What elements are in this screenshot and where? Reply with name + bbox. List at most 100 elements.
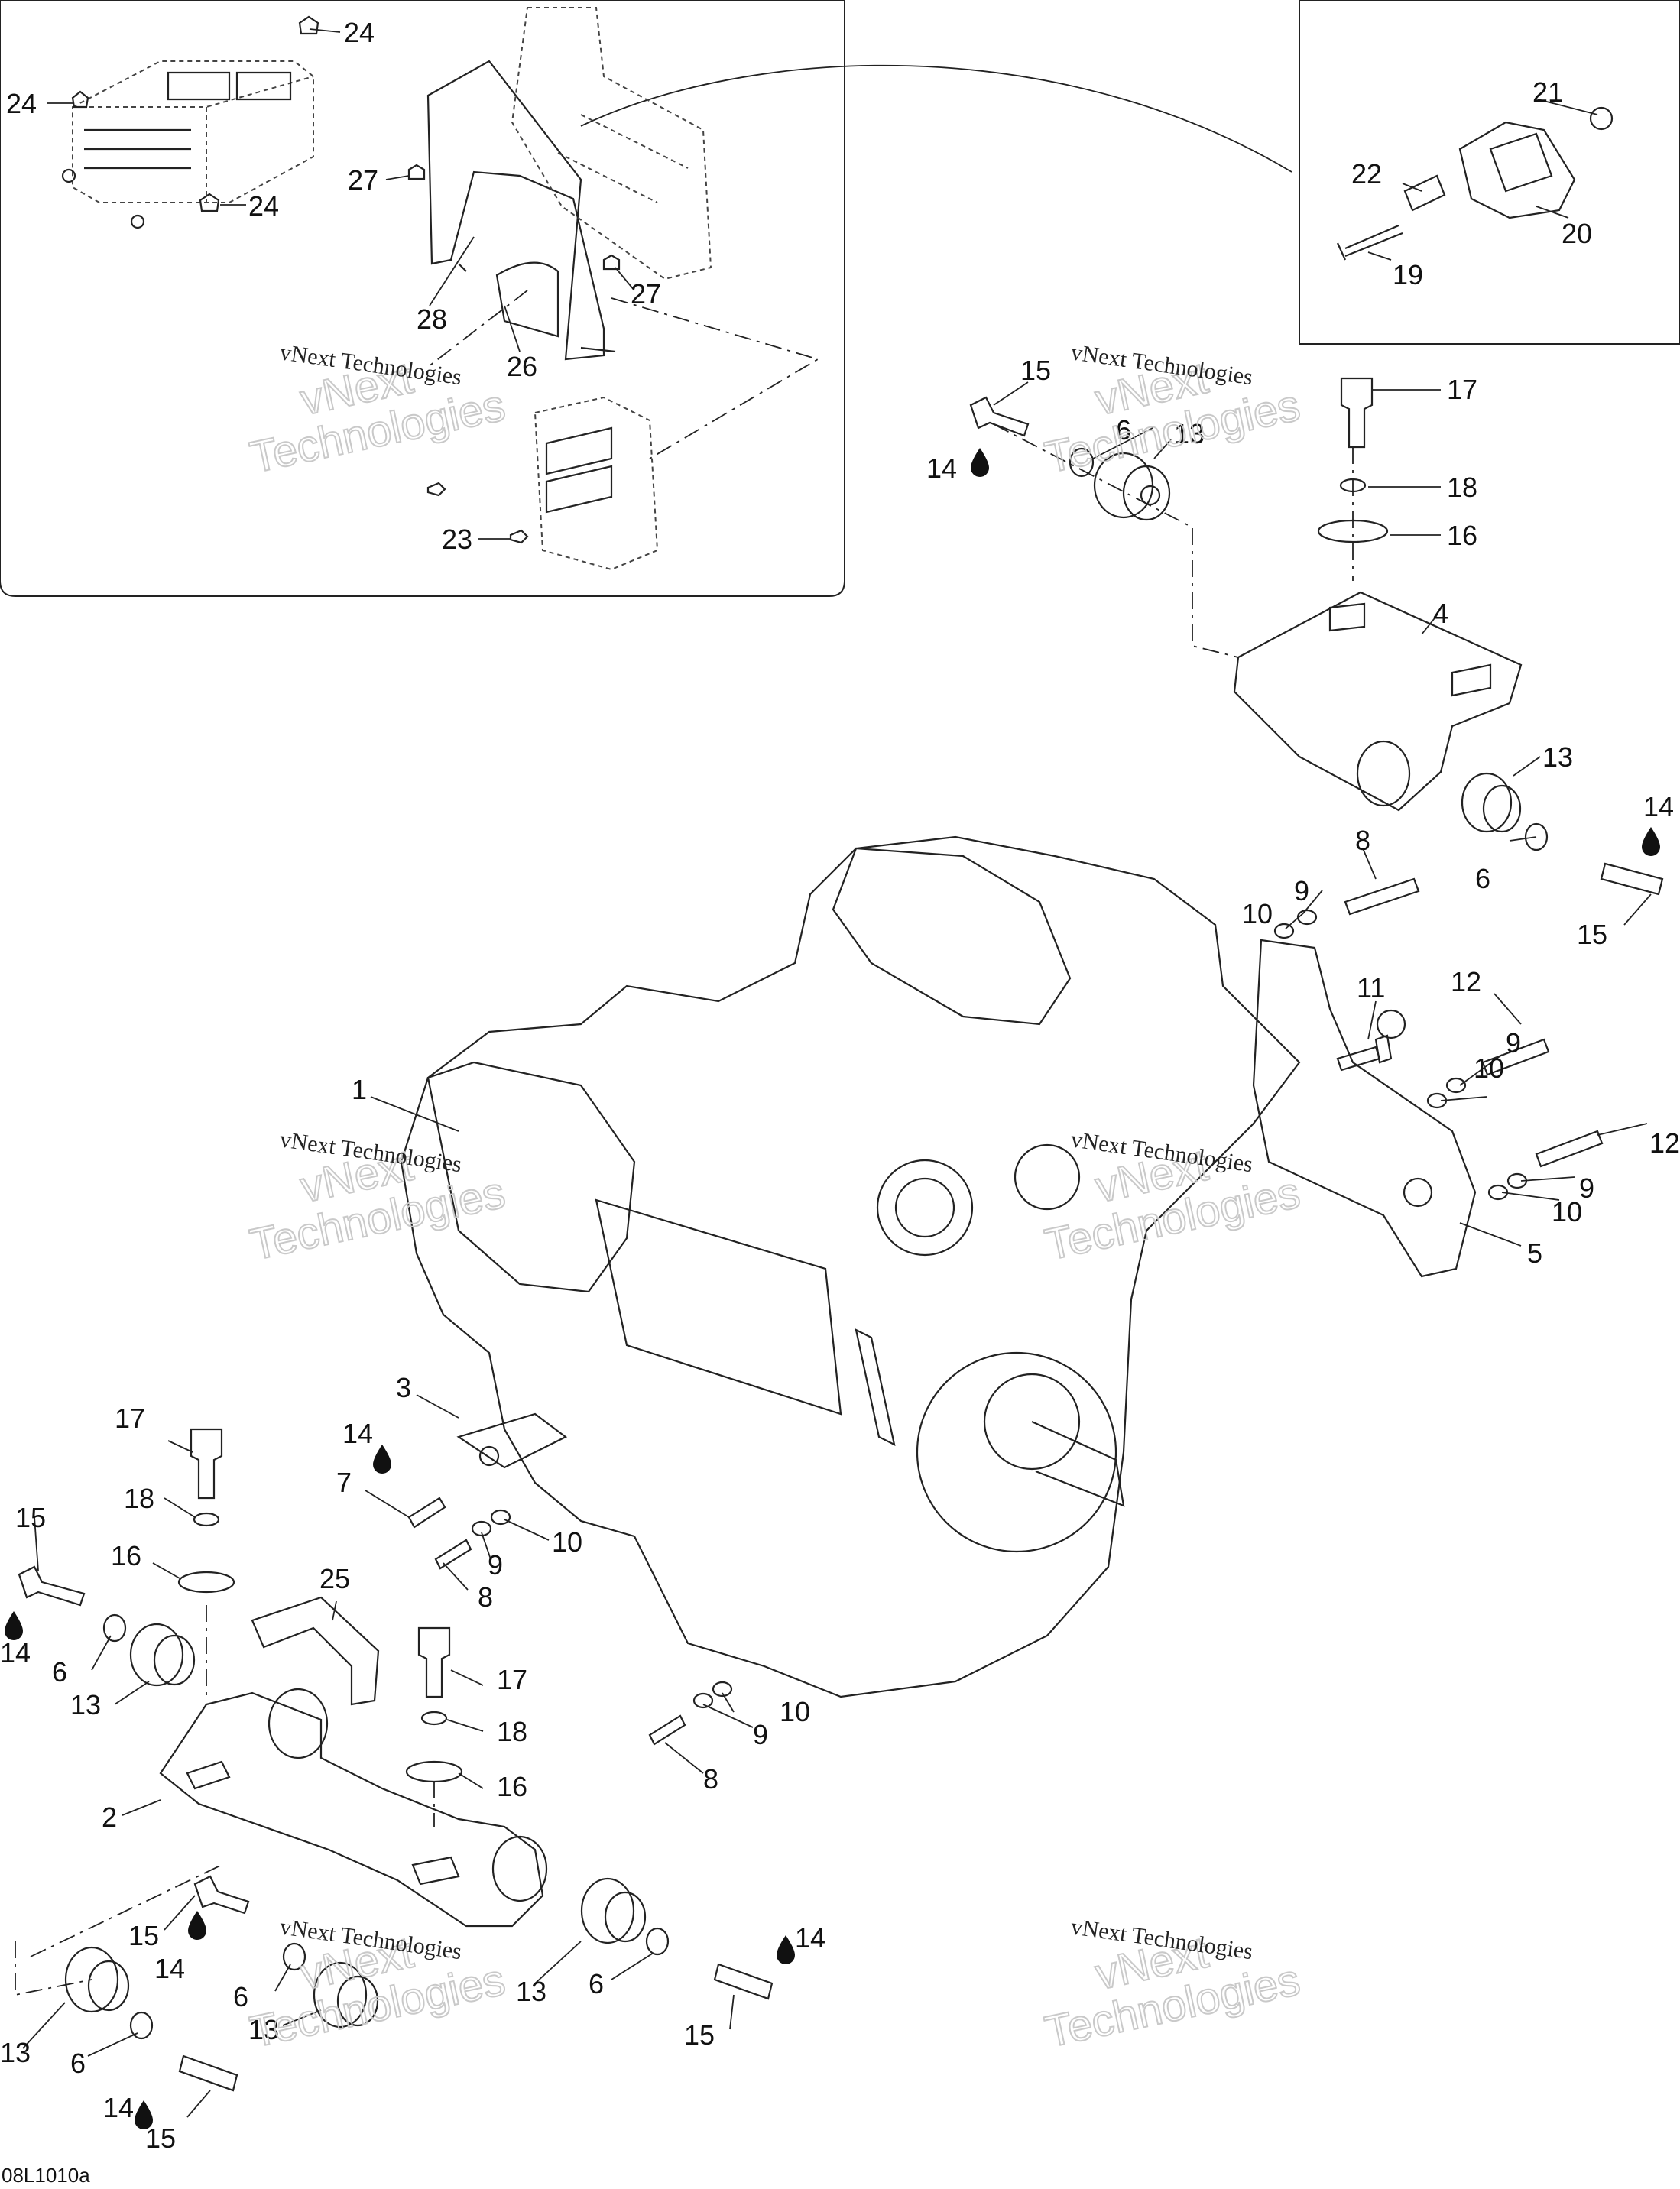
engine-block-1 [400, 835, 1301, 1698]
stud-8-right [1344, 877, 1420, 916]
callout-13-left: 13 [70, 1689, 101, 1720]
callout-6-top: 6 [1116, 414, 1131, 446]
electrical-bracket [426, 60, 616, 361]
regulator-guide-line [427, 290, 820, 459]
fuse-box [61, 60, 314, 229]
stud-12-lower [1535, 1130, 1604, 1168]
engine-bracket-5 [1252, 939, 1477, 1278]
engine-support-2 [159, 1688, 548, 1928]
callout-19: 19 [1393, 259, 1423, 290]
rubber-mount-13-bottom-center [313, 1961, 379, 2028]
callout-4: 4 [1433, 598, 1448, 629]
callout-leaders [22, 28, 1652, 2118]
callout-15-bottom-left: 15 [145, 2123, 176, 2154]
screw-7 [407, 1497, 446, 1529]
callout-13-bottom-center: 13 [248, 2014, 279, 2045]
callout-10-right-b: 10 [1474, 1052, 1504, 1084]
stud-8-left [434, 1539, 472, 1570]
callout-16-center: 16 [497, 1771, 527, 1802]
callout-8-lower: 8 [703, 1763, 718, 1795]
washer-10-right-c [1487, 1184, 1509, 1201]
screw-24a [298, 15, 319, 35]
callout-6-left: 6 [52, 1656, 67, 1688]
screw-23b [509, 529, 529, 544]
bolt-15-right [1600, 862, 1664, 896]
callout-15-bottom-right: 15 [684, 2019, 715, 2051]
callout-21: 21 [1532, 76, 1563, 108]
callout-6-bottom-center: 6 [233, 1981, 248, 2012]
rubber-mount-13-left-top [129, 1623, 196, 1687]
callout-11: 11 [1357, 972, 1385, 1004]
heat-shield-25 [251, 1596, 380, 1706]
callout-17-center: 17 [497, 1664, 527, 1695]
callout-15-bottom-center: 15 [128, 1920, 159, 1951]
callout-14-engine: 14 [342, 1418, 373, 1449]
washer-6-top [1069, 447, 1095, 478]
callout-15-right: 15 [1577, 919, 1607, 950]
stud-12-upper [1481, 1038, 1550, 1076]
bolt-17-left [190, 1428, 223, 1500]
screw-23a [426, 482, 446, 497]
support-guide-line [15, 1605, 435, 1996]
connector-assembly [1336, 106, 1614, 261]
callout-2: 2 [102, 1801, 117, 1833]
washer-9-right-a [1296, 909, 1318, 926]
bolt-15-top [969, 396, 1030, 437]
callout-9-lower: 9 [753, 1719, 768, 1750]
oil-drop-icon-bottom-left [135, 2100, 153, 2129]
callout-5: 5 [1527, 1237, 1542, 1269]
figure-reference-code: 08L1010a [2, 2164, 90, 2187]
callout-18-top: 18 [1447, 472, 1477, 503]
washer-10-left [490, 1509, 511, 1526]
callout-10-right-c: 10 [1552, 1196, 1582, 1227]
rubber-mount-13-right [1461, 772, 1522, 833]
washer-10-lower [712, 1681, 733, 1698]
bolt-15-bottom-center [193, 1875, 250, 1915]
callout-13-bottom-right: 13 [516, 1976, 546, 2007]
screw-24c [199, 193, 220, 212]
callout-28: 28 [417, 303, 447, 335]
callout-3: 3 [396, 1372, 411, 1403]
callout-14-right: 14 [1643, 791, 1674, 822]
washer-10-right-a [1273, 923, 1295, 939]
callout-17-left: 17 [115, 1403, 145, 1434]
washer-9-right-b [1445, 1077, 1467, 1094]
bolt-17-center [417, 1626, 451, 1698]
callout-26: 26 [507, 351, 537, 382]
bolt-15-left-top [18, 1565, 86, 1607]
mount-guide-line-top [993, 423, 1239, 658]
washer-6-bottom-center [282, 1942, 306, 1971]
callout-25: 25 [319, 1563, 350, 1594]
bolt-11 [1336, 1034, 1393, 1072]
washer-16-left [177, 1571, 235, 1594]
callout-9-left: 9 [488, 1549, 503, 1581]
inset-frame-connector [1299, 0, 1680, 345]
watermarks: vNext Technologies vNext Technologies vN… [245, 339, 1305, 2058]
callout-27-lower: 27 [631, 278, 661, 310]
callout-23: 23 [442, 524, 472, 555]
callout-14-left: 14 [0, 1637, 31, 1669]
callout-9-right-c: 9 [1579, 1172, 1594, 1204]
callout-1: 1 [352, 1074, 367, 1105]
callout-14-bottom-center: 14 [154, 1953, 185, 1984]
washer-16-center [405, 1760, 463, 1783]
bolt-15-bottom-right [713, 1963, 774, 2000]
callout-9-right-b: 9 [1506, 1027, 1521, 1059]
callout-8-right: 8 [1355, 825, 1370, 856]
callout-8-left: 8 [478, 1581, 493, 1613]
stud-8-lower [648, 1714, 686, 1746]
callout-14-bottom-right: 14 [795, 1922, 825, 1954]
inset-link-curve [580, 64, 1292, 173]
callout-13-top: 13 [1174, 418, 1205, 449]
callout-14-bottom-left: 14 [103, 2092, 134, 2123]
callout-10-left: 10 [552, 1526, 582, 1558]
callout-15-top: 15 [1020, 355, 1051, 386]
mounting-plate-dashed [511, 7, 712, 281]
washer-18-left [193, 1512, 220, 1527]
rubber-mount-13-bottom-right [580, 1877, 647, 1944]
voltage-regulator [534, 396, 659, 571]
callout-6-right: 6 [1475, 863, 1490, 894]
callout-15-left-top: 15 [15, 1502, 46, 1533]
callout-27-upper: 27 [348, 164, 378, 196]
